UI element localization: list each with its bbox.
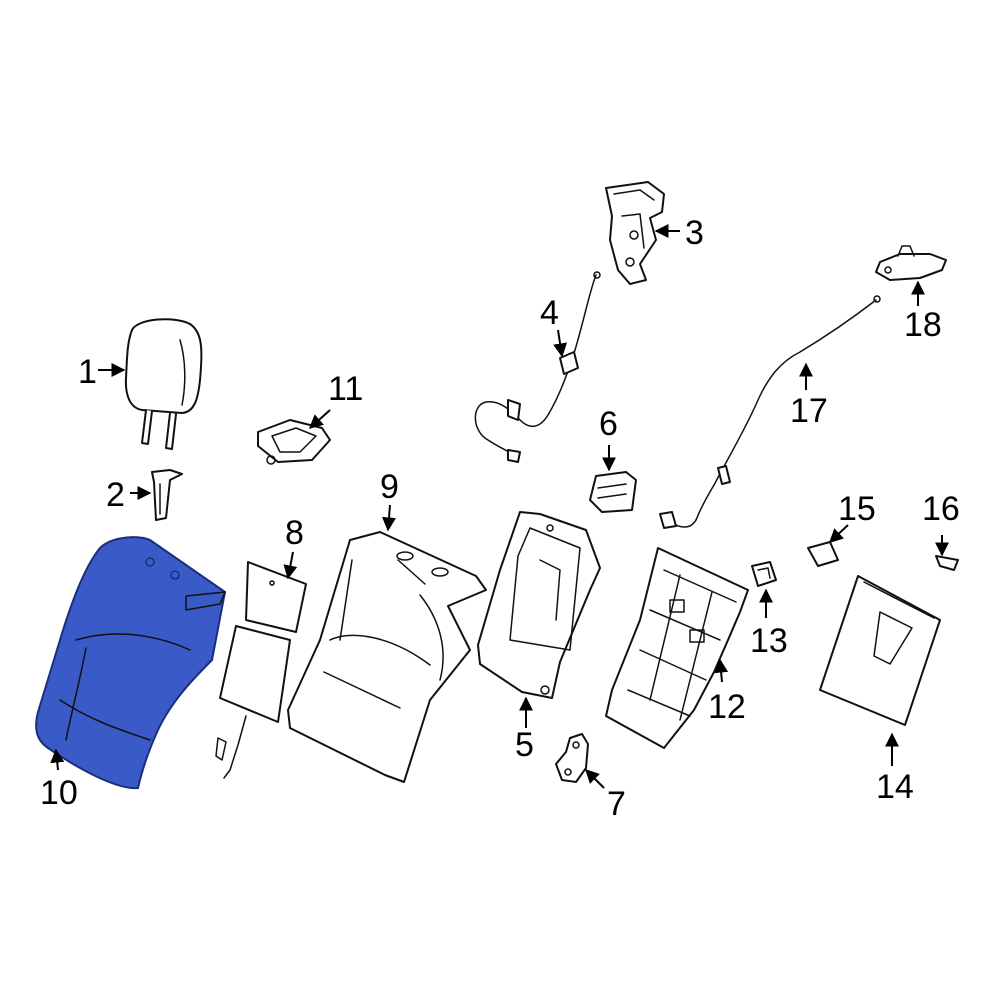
part-17-cable[interactable] <box>659 295 881 529</box>
part-14-back-board[interactable] <box>819 575 941 726</box>
callout-3: 3 <box>685 214 704 252</box>
callout-6: 6 <box>599 405 618 443</box>
part-5-seat-back-frame[interactable] <box>477 511 601 699</box>
callout-10: 10 <box>40 774 78 812</box>
callout-5: 5 <box>515 726 534 764</box>
part-4-release-cable[interactable] <box>474 271 601 463</box>
part-2-headrest-guide[interactable] <box>151 469 183 521</box>
callout-8: 8 <box>285 514 304 552</box>
part-1-headrest[interactable] <box>124 318 203 450</box>
part-15-clip[interactable] <box>807 541 839 567</box>
callout-11: 11 <box>328 370 363 408</box>
part-11-trim-bezel[interactable] <box>257 419 331 465</box>
callout-17: 17 <box>790 392 828 430</box>
callout-9: 9 <box>380 468 399 506</box>
part-10-seat-back-cover[interactable] <box>35 536 227 790</box>
callout-7: 7 <box>607 785 626 823</box>
part-13-clip[interactable] <box>751 561 777 587</box>
part-3-latch-assembly[interactable] <box>605 181 665 285</box>
callout-18: 18 <box>904 306 942 344</box>
callout-leaders <box>50 224 949 789</box>
part-6-latch-bracket[interactable] <box>589 471 637 513</box>
callout-12: 12 <box>708 688 746 726</box>
callout-15: 15 <box>838 490 876 528</box>
part-7-latch[interactable] <box>555 733 589 783</box>
callout-14: 14 <box>876 768 914 806</box>
part-9-seat-back-pad[interactable] <box>287 531 487 783</box>
callout-4: 4 <box>540 294 559 332</box>
callout-2: 2 <box>106 476 125 514</box>
part-16-clip[interactable] <box>935 555 959 571</box>
callout-16: 16 <box>922 490 960 528</box>
callout-1: 1 <box>78 353 97 391</box>
part-12-back-panel[interactable] <box>605 547 749 749</box>
part-8-seat-heater[interactable] <box>215 561 307 779</box>
callout-labels: 1 2 3 4 5 6 7 8 9 10 11 12 13 14 15 16 1… <box>40 214 960 823</box>
part-18-actuator[interactable] <box>875 245 947 281</box>
callout-13: 13 <box>750 622 788 660</box>
